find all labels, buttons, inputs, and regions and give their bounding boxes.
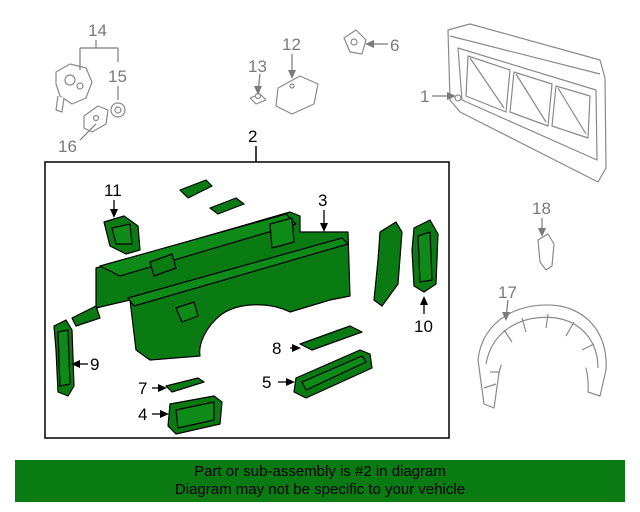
callout-7: 7 (138, 379, 147, 398)
callout-9: 9 (90, 355, 99, 374)
banner-line-2: Diagram may not be specific to your vehi… (174, 481, 466, 498)
part-1-tailgate (447, 23, 607, 183)
diagram-notice-banner: Part or sub-assembly is #2 in diagram Di… (15, 460, 625, 502)
part-4-bracket (167, 395, 223, 435)
callout-6: 6 (390, 36, 399, 55)
callout-3: 3 (318, 191, 327, 210)
callout-10: 10 (414, 317, 433, 336)
callout-2: 2 (248, 127, 257, 146)
callout-8: 8 (272, 339, 281, 358)
callout-5: 5 (262, 373, 271, 392)
part-14-hinge (55, 63, 93, 113)
part-17-wheelhouse-liner (477, 304, 607, 409)
callout-17: 17 (498, 283, 517, 302)
callout-15: 15 (108, 67, 127, 86)
part-10-rear-pillar (373, 219, 439, 307)
assembly-2-box (44, 161, 450, 439)
part-3-bed-side-panel (71, 211, 351, 361)
callout-11: 11 (104, 181, 122, 200)
part-12-fuel-door (275, 75, 319, 115)
part-bracket-top (179, 179, 245, 215)
part-9-front-pillar (53, 319, 75, 397)
part-11-panel (103, 215, 141, 255)
part-6-bracket (343, 29, 367, 55)
callout-12: 12 (282, 35, 301, 54)
part-5-rail (293, 349, 373, 399)
callout-18: 18 (532, 199, 551, 218)
callout-1: 1 (420, 87, 429, 106)
callout-13: 13 (248, 57, 267, 76)
part-13-clip (249, 92, 267, 105)
callout-4: 4 (138, 405, 147, 424)
part-7-strip (165, 377, 205, 393)
banner-line-1: Part or sub-assembly is #2 in diagram (194, 463, 446, 480)
callout-16: 16 (58, 137, 77, 156)
callout-14: 14 (88, 21, 107, 40)
part-15-washer (110, 102, 126, 118)
part-18-bracket (537, 233, 555, 271)
part-16-hinge-plate (83, 105, 109, 133)
part-8-strip (299, 325, 363, 351)
